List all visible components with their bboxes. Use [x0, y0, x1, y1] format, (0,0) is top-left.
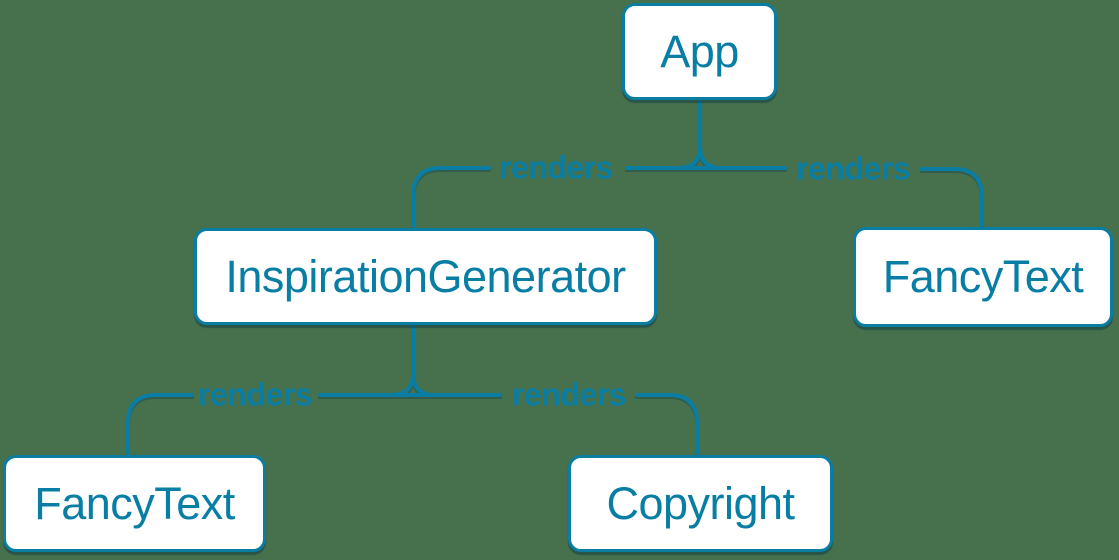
node-fancy-text-top: FancyText [853, 227, 1113, 327]
edge-to-fancy-text-top [920, 167, 984, 227]
edge-app-fork-left-curve [676, 145, 702, 170]
node-inspiration-generator: InspirationGenerator [194, 228, 657, 325]
edge-app-fork-right-curve [698, 145, 724, 170]
edge-label-inspiration-fancy-text: renders [198, 376, 312, 413]
node-copyright: Copyright [568, 455, 833, 552]
edge-to-inspiration-generator [411, 166, 491, 228]
node-app: App [622, 3, 777, 100]
edge-label-app-inspiration: renders [499, 149, 613, 186]
edge-label-inspiration-copyright: renders [512, 376, 626, 413]
edge-to-fancy-text-bottom [126, 393, 194, 455]
edge-insp-fork-left-curve [389, 372, 415, 397]
edge-to-copyright [635, 393, 699, 455]
edge-label-app-fancy-text: renders [796, 150, 910, 187]
edge-insp-fork-right-curve [411, 372, 437, 397]
node-fancy-text-bottom: FancyText [3, 455, 266, 552]
